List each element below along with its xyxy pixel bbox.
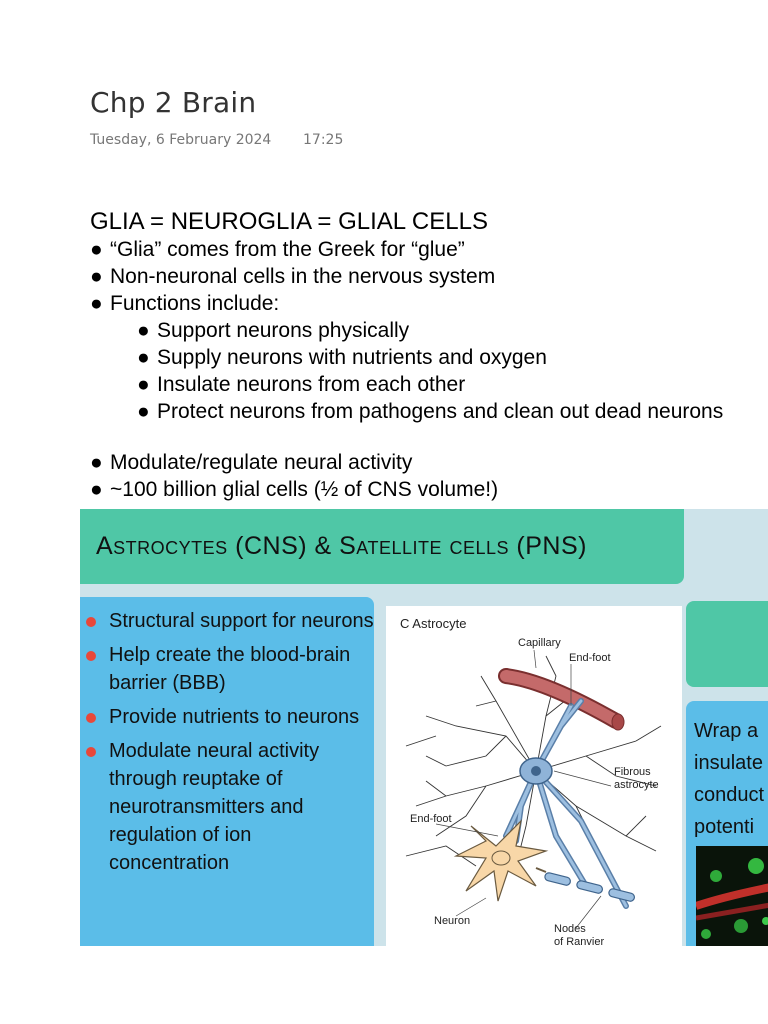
label-neuron: Neuron [434, 915, 471, 927]
label-end-foot-left: End-foot [410, 813, 452, 825]
astrocyte-illustration [405, 649, 662, 929]
notes-list: ●“Glia” comes from the Greek for “glue” … [90, 236, 768, 317]
slide-points-panel: Structural support for neurons Help crea… [80, 597, 374, 946]
slide-title: Astrocytes (CNS) & Satellite cells (PNS) [80, 509, 684, 584]
label-nodes: Nodes [554, 923, 586, 935]
list-item: Structural support for neurons [80, 607, 374, 635]
label-fibrous: Fibrous [614, 766, 651, 778]
notes-heading: GLIA = NEUROGLIA = GLIAL CELLS [90, 208, 488, 235]
page-time: 17:25 [303, 132, 344, 148]
capillary-shape [498, 668, 625, 731]
next-slide-header-partial [686, 601, 768, 687]
label-end-foot-top: End-foot [569, 652, 611, 664]
label-of-ranvier: of Ranvier [554, 936, 605, 946]
list-item: ●Modulate/regulate neural activity [90, 451, 413, 474]
micrograph-image [696, 846, 768, 946]
list-item: Help create the blood-brain barrier (BBB… [80, 641, 374, 697]
list-item: ●Insulate neurons from each other [137, 373, 466, 396]
list-item: ●Support neurons physically [137, 319, 410, 342]
page-date: Tuesday, 6 February 2024 [90, 132, 272, 148]
label-capillary: Capillary [518, 637, 561, 649]
neuron-shape [453, 819, 549, 902]
functions-list: ●Support neurons physically ●Supply neur… [90, 317, 768, 425]
astrocyte-figure: C Astrocyte Capillary End-foot Fibrous a… [386, 606, 682, 946]
list-item: ●Functions include: [90, 292, 280, 315]
list-item: ●Protect neurons from pathogens and clea… [137, 400, 724, 423]
list-item: Provide nutrients to neurons [80, 703, 374, 731]
list-item: ●“Glia” comes from the Greek for “glue” [90, 238, 465, 261]
list-item: Modulate neural activity through reuptak… [80, 737, 374, 877]
list-item: ●~100 billion glial cells (½ of CNS volu… [90, 478, 499, 501]
embedded-slide: Astrocytes (CNS) & Satellite cells (PNS)… [80, 509, 768, 946]
figure-panel-label: C Astrocyte [400, 616, 467, 631]
list-item: ●Non-neuronal cells in the nervous syste… [90, 265, 496, 288]
label-astrocyte: astrocyte [614, 779, 659, 791]
notes-list-2: ●Modulate/regulate neural activity ●~100… [90, 449, 768, 503]
page-title: Chp 2 Brain [90, 86, 257, 119]
list-item: ●Supply neurons with nutrients and oxyge… [137, 346, 547, 369]
notes-block: GLIA = NEUROGLIA = GLIAL CELLS ●“Glia” c… [90, 208, 768, 503]
